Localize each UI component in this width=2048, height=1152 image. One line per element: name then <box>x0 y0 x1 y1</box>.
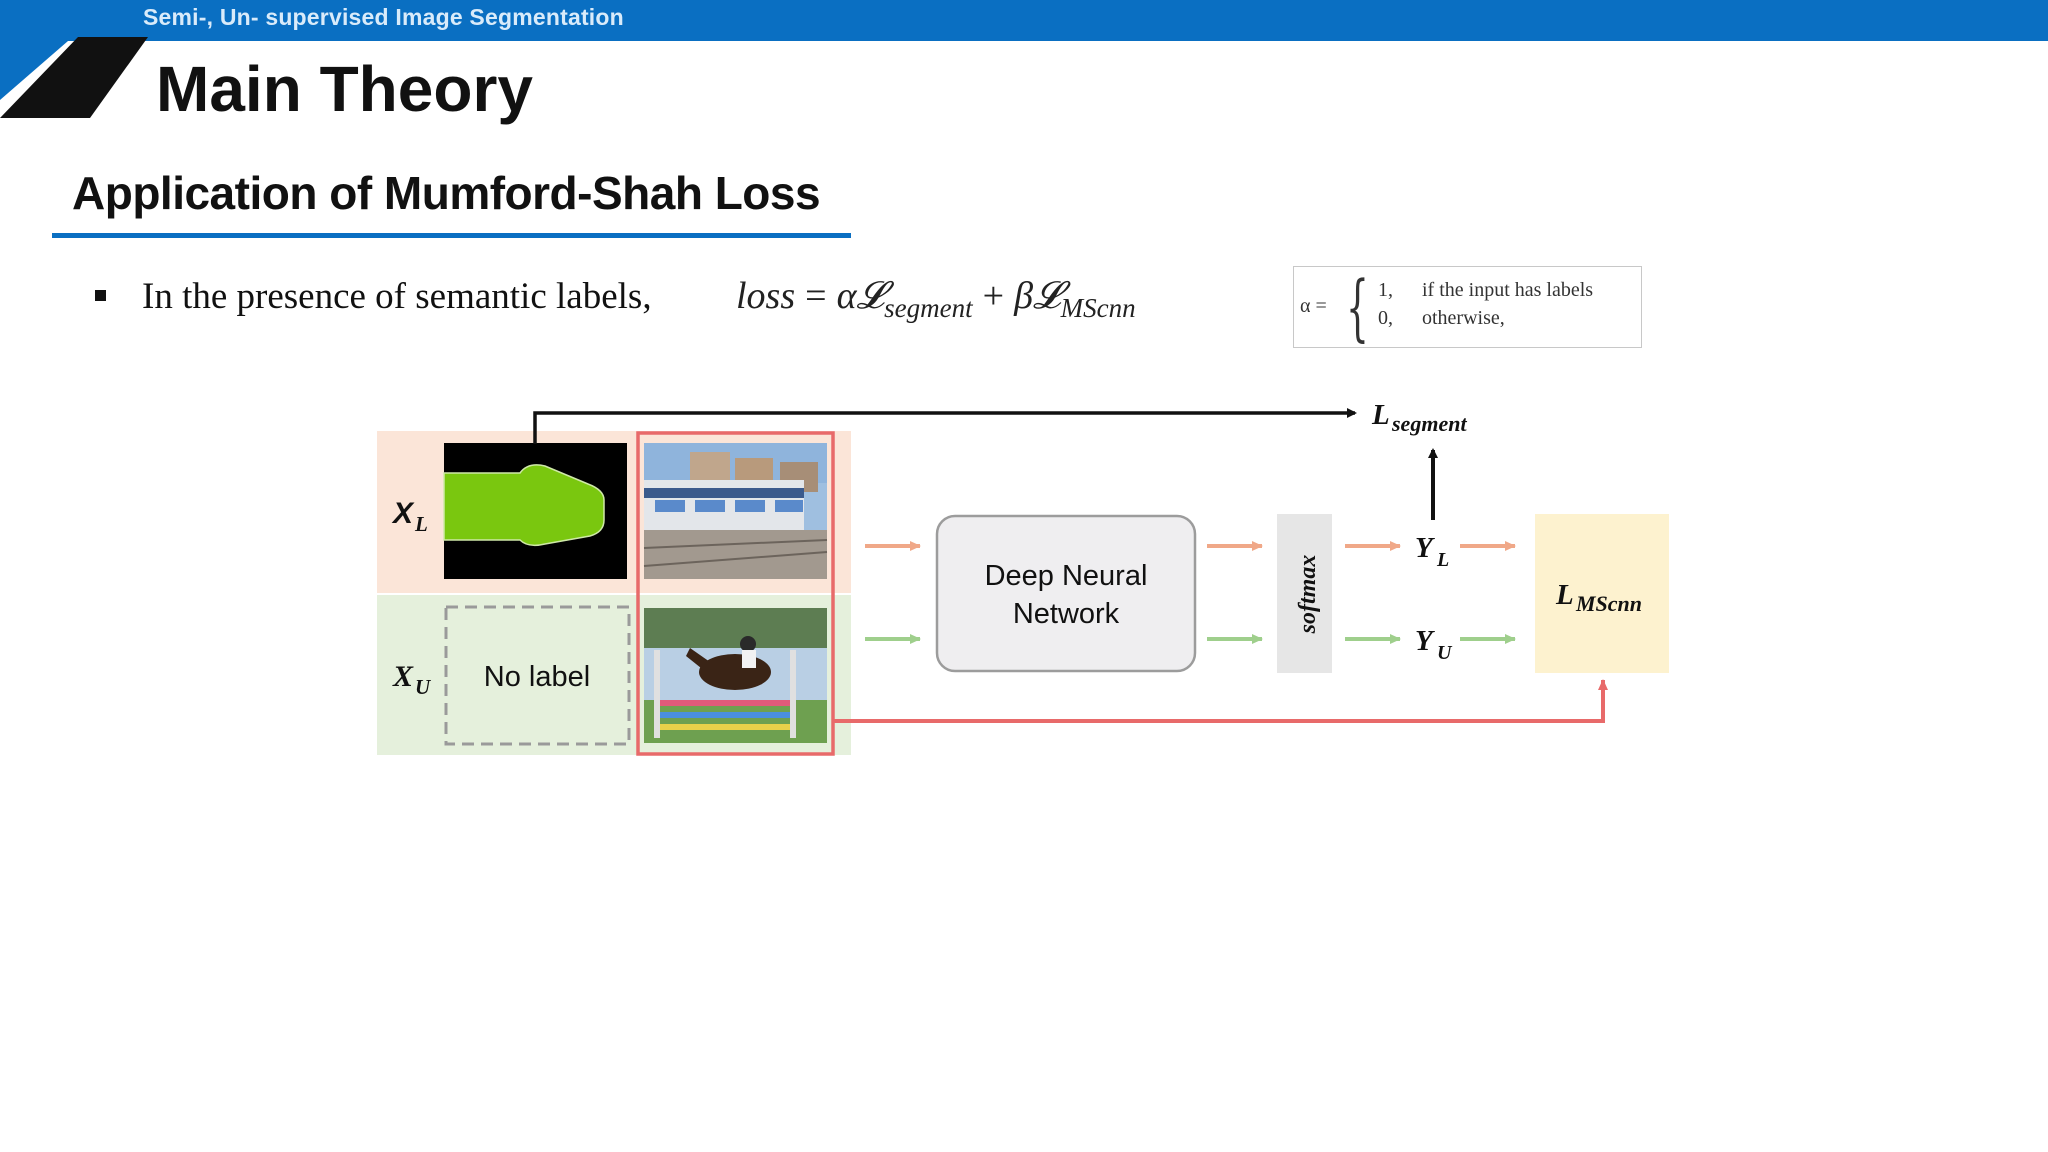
equation-l-segment-symbol: 𝓛 <box>856 275 885 317</box>
bullet-text: In the presence of semantic labels, <box>142 276 652 317</box>
alpha-brace: { <box>1346 265 1369 349</box>
course-label: Semi-, Un- supervised Image Segmentation <box>143 4 624 30</box>
equation-plus: + <box>982 275 1005 317</box>
network-label-line2: Network <box>1013 598 1120 630</box>
train-photo <box>643 443 828 579</box>
labeled-input-sub: L <box>414 512 428 536</box>
page-title: Main Theory <box>156 53 533 125</box>
segmentation-mask-image <box>443 443 627 579</box>
softmax-box <box>1277 514 1332 673</box>
alpha-definition-box: α = { 1, if the input has labels 0, othe… <box>1293 265 1642 349</box>
output-unlabeled-y: Y <box>1415 625 1435 657</box>
equation-beta: β <box>1014 275 1034 317</box>
mscnn-loss-sub: MScnn <box>1575 591 1642 616</box>
equation-mscnn-sub: MScnn <box>1060 293 1136 323</box>
images-to-mscnn-arrow <box>833 679 1608 723</box>
bullet-marker <box>95 290 106 301</box>
labeled-input-label: X <box>391 497 415 530</box>
equation-alpha: α <box>836 275 857 317</box>
equation-segment-sub: segment <box>884 293 973 323</box>
segment-loss-label: L <box>1371 399 1390 431</box>
softmax-label: softmax <box>1295 555 1321 635</box>
top-banner: Semi-, Un- supervised Image Segmentation <box>0 0 2048 41</box>
corner-decoration <box>0 37 148 118</box>
horse-jump-photo <box>644 608 827 743</box>
unlabeled-input-label: X <box>392 660 414 693</box>
alpha-case1-condition: if the input has labels <box>1422 279 1594 301</box>
mscnn-loss-box <box>1535 514 1669 673</box>
output-unlabeled-sub: U <box>1437 642 1453 664</box>
equation-lhs: loss <box>736 275 796 317</box>
deep-neural-network-box <box>935 514 1197 673</box>
alpha-case2-value: 0, <box>1378 307 1393 329</box>
unlabeled-input-sub: U <box>415 675 432 699</box>
output-labeled-sub: L <box>1436 549 1449 571</box>
loss-equation: loss=α𝓛segment+β𝓛MScnn <box>736 274 1136 324</box>
segment-loss-sub: segment <box>1391 411 1467 436</box>
section-underline <box>52 233 851 238</box>
image-highlight-frame <box>636 431 835 756</box>
segment-label-arrow <box>533 408 1357 444</box>
no-label-text: No label <box>484 661 590 693</box>
output-labeled-y: Y <box>1415 532 1435 564</box>
mscnn-loss-label: L <box>1555 579 1574 611</box>
equation-l-mscnn-symbol: 𝓛 <box>1033 275 1061 317</box>
section-title: Application of Mumford-Shah Loss <box>72 167 821 219</box>
alpha-case1-value: 1, <box>1378 279 1393 301</box>
network-label-line1: Deep Neural <box>985 560 1148 592</box>
alpha-lhs: α = <box>1300 295 1327 317</box>
alpha-case2-condition: otherwise, <box>1422 307 1505 329</box>
no-label-box <box>444 605 631 746</box>
equation-equals: = <box>805 275 827 317</box>
